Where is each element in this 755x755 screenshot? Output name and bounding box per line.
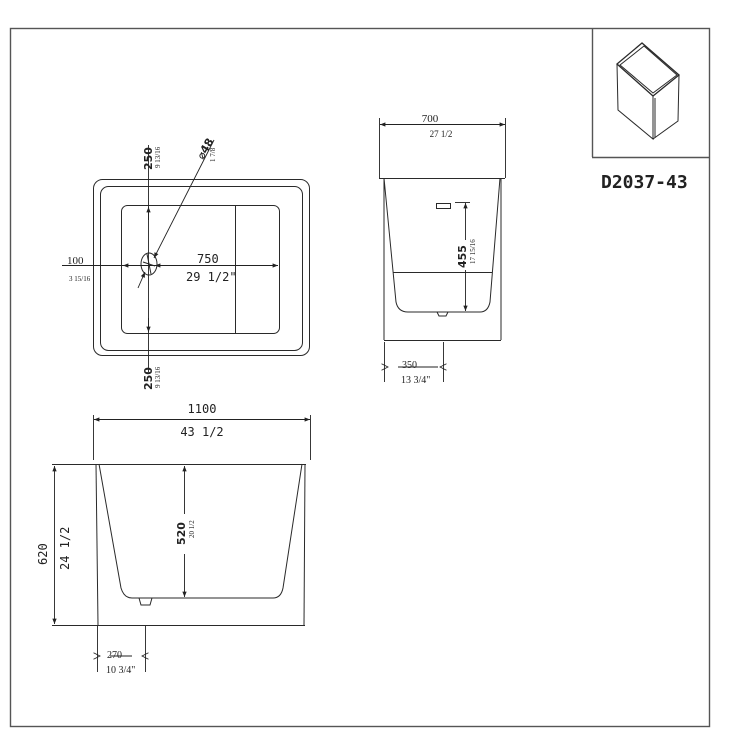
drain-offset-bottom-inch: 9 13/16 <box>154 366 162 388</box>
side-width-mm: 700 <box>422 113 439 125</box>
front-depth-inch: 20 1/2 <box>188 520 196 538</box>
drain-diameter-inch: 1 7/8 <box>209 147 217 162</box>
overflow-height-inch: 17 15/16 <box>469 239 477 264</box>
model-code: D2037-43 <box>601 172 688 193</box>
front-length-mm: 1100 <box>188 402 217 416</box>
side-drain-offset-mm: 350 <box>402 360 417 371</box>
interior-length-inch: 29 1/2" <box>186 270 237 284</box>
front-height-mm: 620 <box>36 543 50 565</box>
front-drain-offset-mm: 270 <box>107 650 122 661</box>
isometric-box-icon <box>616 42 681 141</box>
side-view <box>379 118 506 382</box>
front-view <box>52 415 311 672</box>
drain-offset-left-mm: 100 <box>67 255 84 267</box>
drain-offset-bottom-mm: 250 <box>142 367 155 390</box>
drawing-frame <box>9 27 711 728</box>
top-view <box>62 139 310 372</box>
side-width-inch: 27 1/2 <box>430 129 453 139</box>
overflow-height-mm: 455 <box>456 245 469 268</box>
title-block <box>591 28 710 159</box>
drain-offset-left-inch: 3 15/16 <box>69 275 91 283</box>
drain-offset-top-inch: 9 13/16 <box>154 146 162 168</box>
front-length-inch: 43 1/2 <box>180 425 223 439</box>
front-height-inch: 24 1/2 <box>58 527 72 570</box>
drain-offset-top-mm: 250 <box>142 147 155 170</box>
front-drain-offset-inch: 10 3/4" <box>106 665 135 676</box>
side-drain-offset-inch: 13 3/4" <box>401 375 430 386</box>
interior-length-mm: 750 <box>197 252 219 266</box>
front-depth-mm: 520 <box>175 522 188 545</box>
